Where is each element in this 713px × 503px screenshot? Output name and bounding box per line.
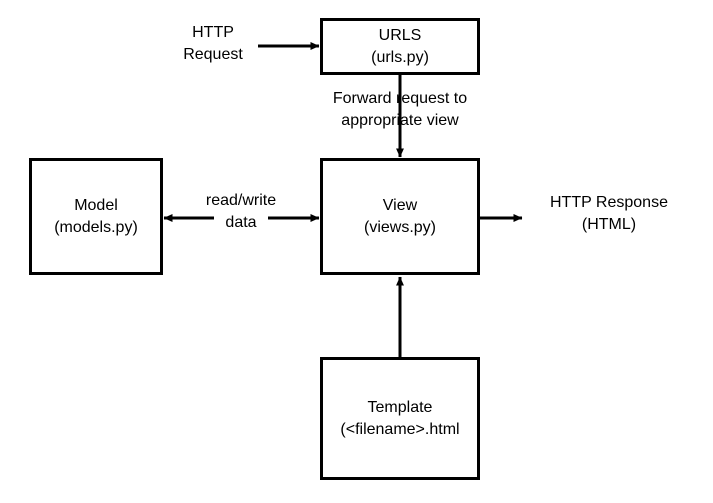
label-http-response: HTTP Response (HTML) [529, 192, 689, 235]
node-model[interactable]: Model (models.py) [29, 158, 163, 275]
label-read-write-line2: data [225, 213, 257, 231]
node-view[interactable]: View (views.py) [320, 158, 480, 275]
node-template-title: Template [367, 398, 433, 416]
node-urls-title: URLS [378, 26, 422, 44]
label-forward-request-line2: appropriate view [341, 111, 459, 129]
label-http-request-line1: HTTP [192, 24, 234, 41]
label-forward-request: Forward request to appropriate view [300, 88, 500, 131]
label-forward-request-line1: Forward request to [332, 90, 468, 107]
label-http-response-line2: (HTML) [581, 215, 637, 233]
node-view-file: (views.py) [363, 218, 436, 236]
node-view-title: View [382, 196, 418, 214]
label-http-request-line2: Request [183, 45, 243, 63]
label-read-write-data: read/write data [197, 190, 285, 233]
label-http-response-line1: HTTP Response [550, 194, 668, 211]
label-http-request: HTTP Request [168, 22, 258, 65]
node-urls[interactable]: URLS (urls.py) [320, 18, 480, 75]
node-model-title: Model [74, 196, 118, 214]
node-template[interactable]: Template (<filename>.html [320, 357, 480, 480]
node-urls-file: (urls.py) [371, 48, 429, 66]
label-read-write-line1: read/write [205, 192, 277, 209]
node-template-file: (<filename>.html [340, 420, 460, 438]
node-model-file: (models.py) [54, 218, 138, 236]
